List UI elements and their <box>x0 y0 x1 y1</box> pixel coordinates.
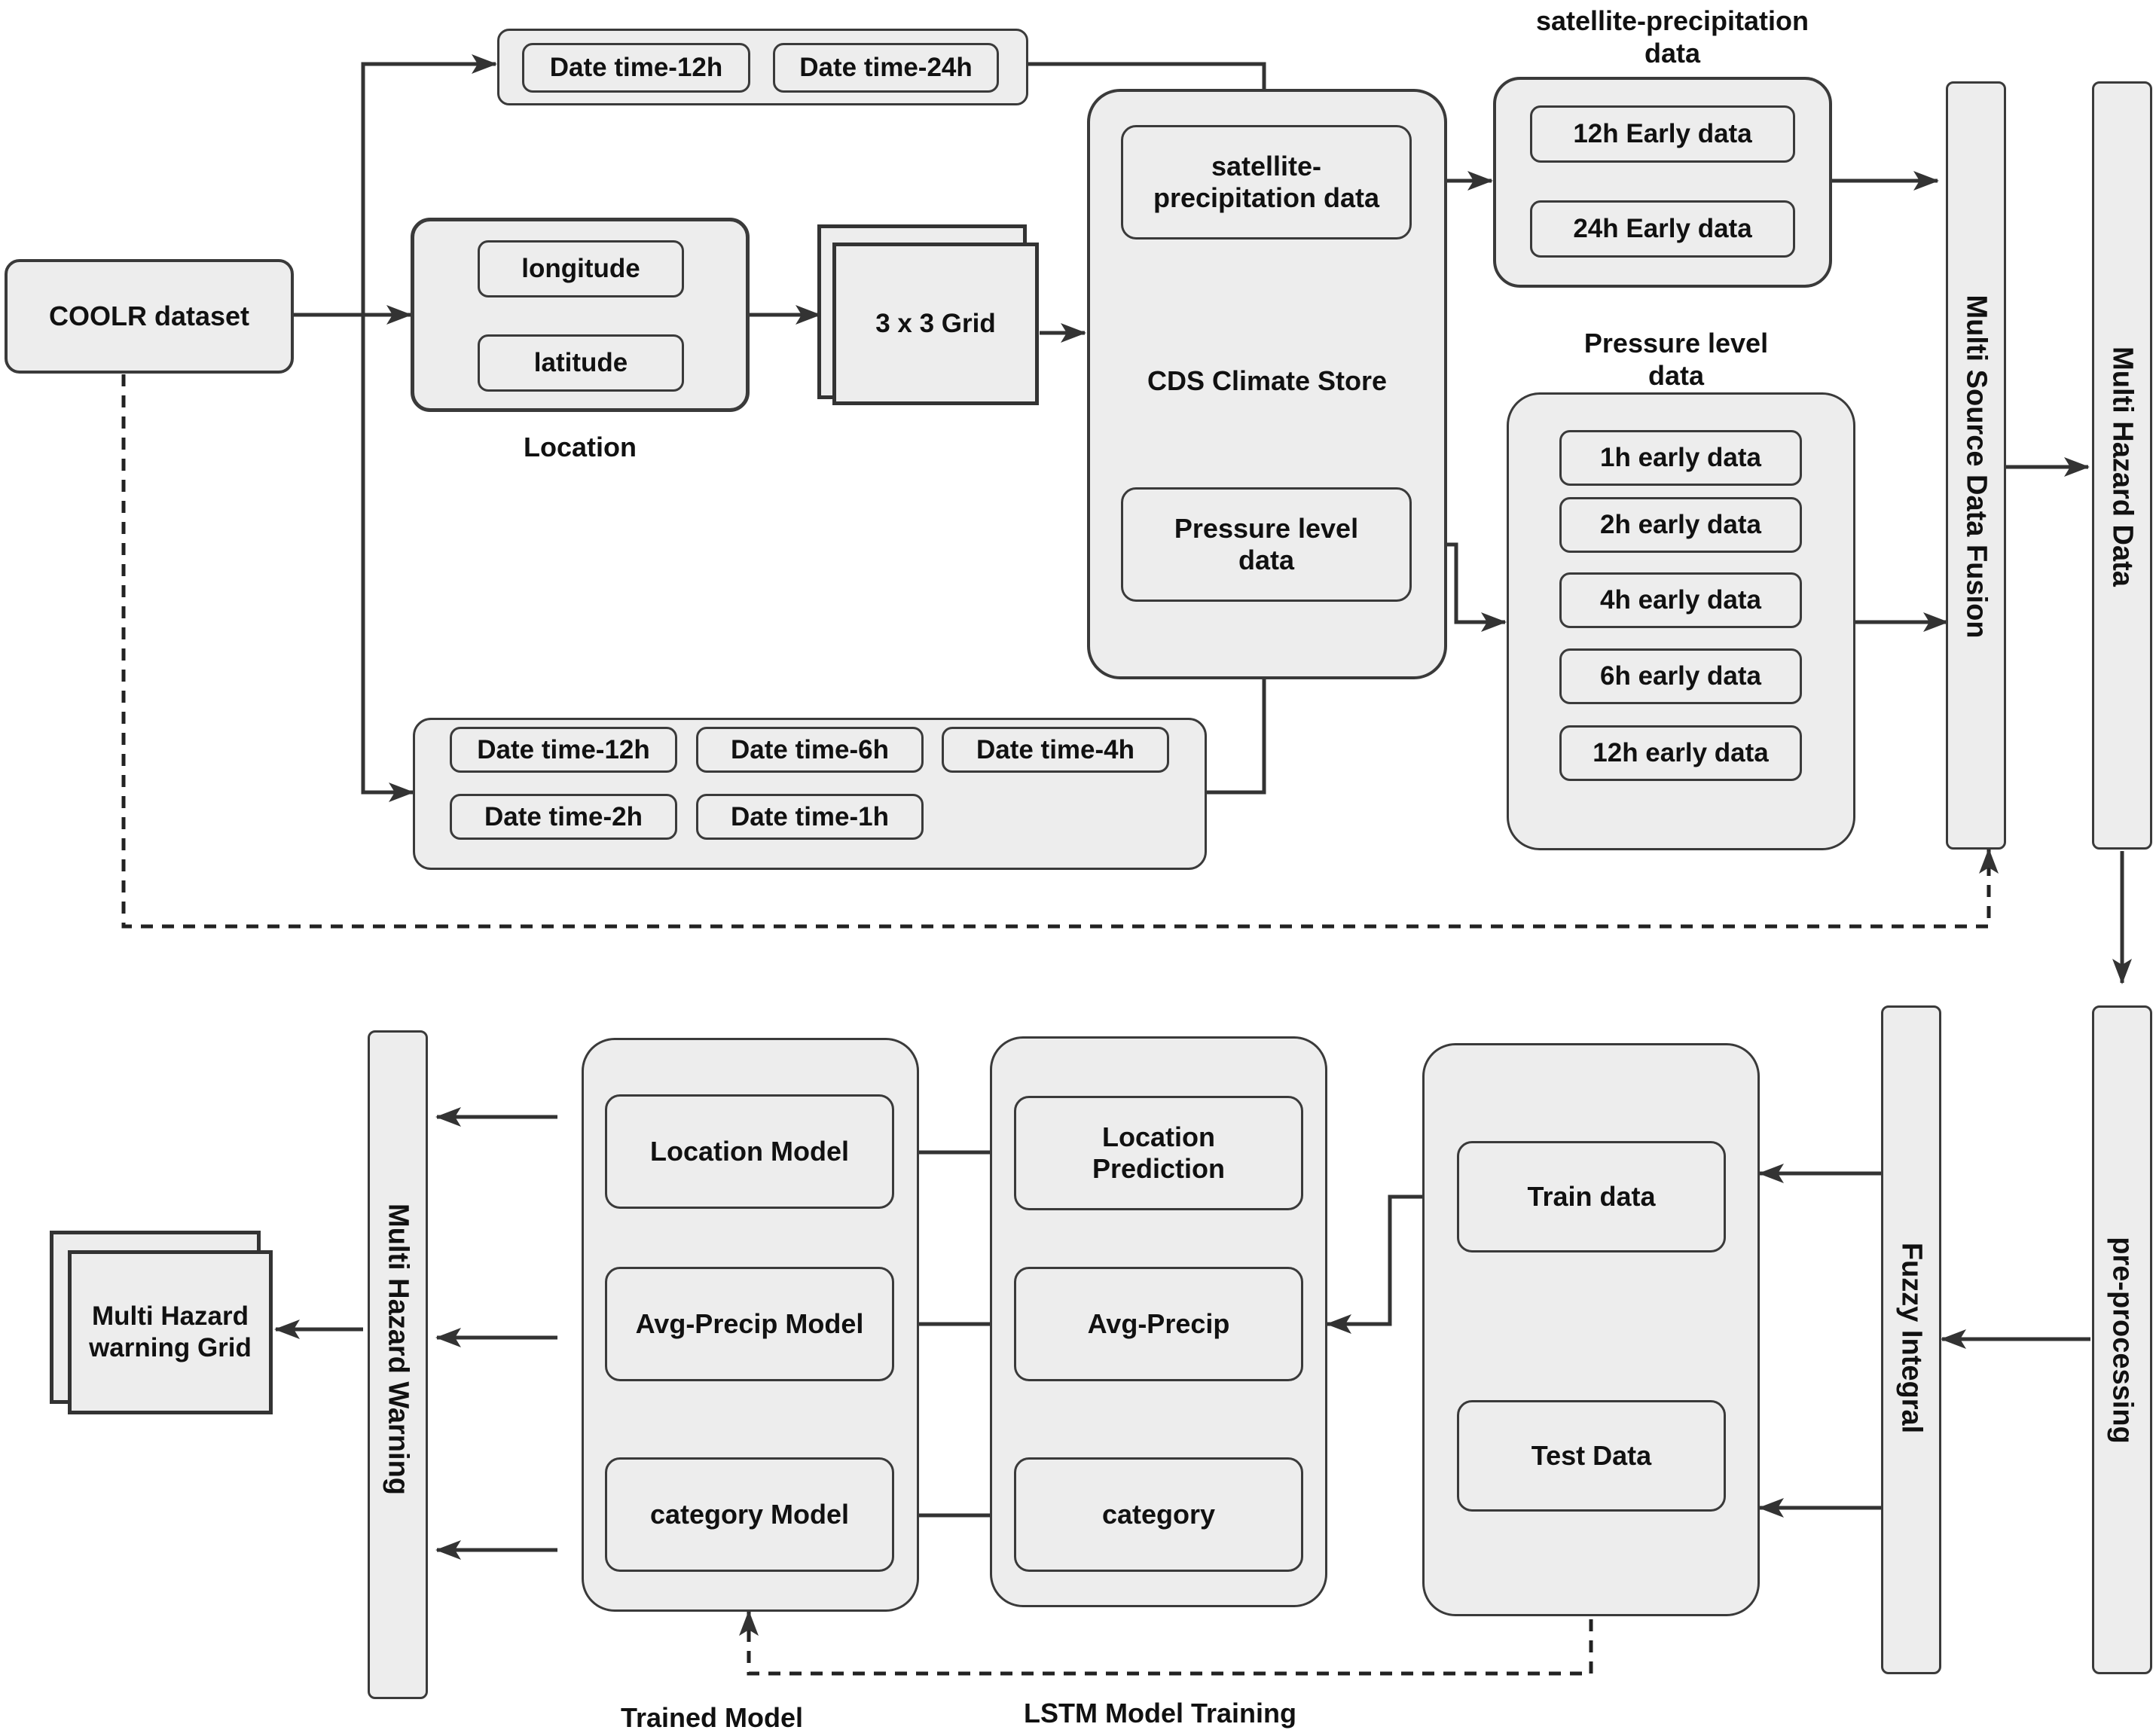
datetime-bottom-item: Date time-4h <box>942 727 1169 773</box>
lstm-location-node: Location Prediction <box>1014 1096 1303 1210</box>
satellite-data-item: 12h Early data <box>1530 105 1795 163</box>
pressure-data-item: 12h early data <box>1559 725 1802 781</box>
output-grid-node: Multi Hazard warning Grid <box>68 1250 273 1414</box>
hazard-data-label: Multi Hazard Data <box>2106 346 2139 587</box>
latitude-node: latitude <box>478 334 684 392</box>
datetime-bottom-item: Date time-2h <box>450 794 677 840</box>
fusion-label: Multi Source Data Fusion <box>1960 294 1993 639</box>
arrow-coolr-datetime-bottom <box>361 315 414 802</box>
fuzzy-bar <box>1881 1005 1941 1674</box>
pressure-data-title: Pressure level data <box>1583 328 1769 392</box>
coolr-dataset-node: COOLR dataset <box>5 259 294 374</box>
category-model-node: category Model <box>605 1457 894 1572</box>
split-group <box>1422 1043 1760 1616</box>
datetime-bottom-item: Date time-6h <box>696 727 924 773</box>
dashed-coolr-fusion <box>121 374 1999 929</box>
fuzzy-label: Fuzzy Integral <box>1895 1242 1928 1434</box>
datetime-bottom-item: Date time-12h <box>450 727 677 773</box>
cds-pressure-node: Pressure level data <box>1121 487 1412 602</box>
longitude-node: longitude <box>478 240 684 297</box>
datetime-bottom-item: Date time-1h <box>696 794 924 840</box>
pressure-data-item: 1h early data <box>1559 430 1802 486</box>
lstm-category-node: category <box>1014 1457 1303 1572</box>
satellite-data-item: 24h Early data <box>1530 200 1795 258</box>
warning-bar <box>368 1030 428 1699</box>
arrow-coolr-datetime-top <box>361 54 497 315</box>
location-caption: Location <box>524 432 637 462</box>
hazard-data-bar <box>2092 81 2152 850</box>
location-model-node: Location Model <box>605 1094 894 1209</box>
datetime-top-item: Date time-24h <box>773 43 999 93</box>
preprocessing-label: pre-processing <box>2106 1237 2139 1444</box>
train-data-node: Train data <box>1457 1141 1726 1252</box>
preprocessing-bar <box>2092 1005 2152 1674</box>
trained-caption: Trained Model <box>620 1702 804 1733</box>
avgprecip-model-node: Avg-Precip Model <box>605 1267 894 1381</box>
pressure-data-item: 6h early data <box>1559 648 1802 704</box>
test-data-node: Test Data <box>1457 1400 1726 1512</box>
fusion-bar <box>1946 81 2006 850</box>
pressure-data-item: 2h early data <box>1559 497 1802 553</box>
warning-label: Multi Hazard Warning <box>382 1203 414 1496</box>
cds-title: CDS Climate Store <box>1147 365 1388 396</box>
datetime-top-item: Date time-12h <box>522 43 750 93</box>
satellite-data-title: satellite-precipitation data <box>1535 5 1809 69</box>
grid-node: 3 x 3 Grid <box>832 243 1039 405</box>
pressure-data-item: 4h early data <box>1559 572 1802 628</box>
dashed-test-trained <box>739 1514 1593 1676</box>
lstm-avgprecip-node: Avg-Precip <box>1014 1267 1303 1381</box>
lstm-caption: LSTM Model Training <box>1024 1698 1296 1728</box>
cds-satellite-node: satellite- precipitation data <box>1121 125 1412 240</box>
